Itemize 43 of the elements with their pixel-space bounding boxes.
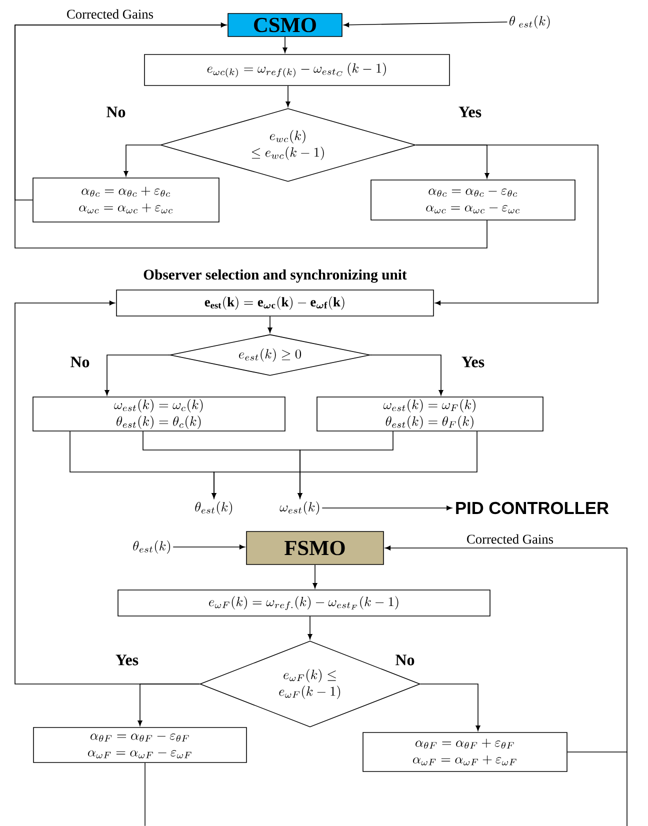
arrow: [14, 300, 200, 684]
arrow: [416, 144, 598, 306]
heading: Observer selection and synchronizing unit: [144, 269, 407, 283]
arrow: [286, 86, 290, 107]
edge-label: Corrected Gains: [465, 532, 555, 546]
arrow: [308, 616, 312, 640]
edge-label: No: [104, 105, 128, 119]
arrow: [385, 546, 628, 752]
edge-label: Corrected Gains: [65, 8, 155, 20]
edge-label: Yes: [114, 653, 140, 667]
arrow: [322, 506, 452, 510]
arrow: [370, 354, 444, 396]
arrow: [104, 354, 170, 396]
process-box: $e_{\omega c(k)} = \omega_{ref(k)} - \omega_{est_{C}}\,(k-1)$: [144, 54, 450, 86]
arrow: [420, 684, 480, 731]
process-box: $\alpha_{\theta c} = \alpha_{\theta c} - \varepsilon_{\theta c}$ $\alpha_{\omega c} = \alpha_{\omega c} - \varepsilon_{\omega c}$: [370, 180, 576, 220]
process-box: $\alpha_{\theta F} = \alpha_{\theta F} + \varepsilon_{\theta F}$ $\alpha_{\omega F} = \alpha_{\omega F} + \varepsilon_{\omega F}$: [362, 732, 568, 772]
arrow: [172, 544, 245, 550]
output-label: $\omega_{est}(k)$: [280, 501, 320, 515]
arrow: [212, 431, 478, 498]
process-box: $\omega_{est}(k) = \omega_{F}(k)$ $\theta_{est}(k) = \theta_{F}(k)$: [316, 396, 544, 432]
input-label: $\theta_{\ est}(k)$: [510, 15, 550, 29]
edge-label: No: [68, 355, 92, 369]
arrow: [268, 316, 272, 333]
process-box: $e_{\omega F}(k) = \omega_{ref.}(k) - \omega_{est_{F}}(k-1)$: [118, 590, 490, 616]
process-box: $\alpha_{\theta F} = \alpha_{\theta F} - \varepsilon_{\theta F}$ $\alpha_{\omega F} = \alpha_{\omega F} - \varepsilon_{\omega F}$: [33, 727, 247, 763]
arrow: [312, 564, 318, 588]
process-box: $\alpha_{\theta c} = \alpha_{\theta c} + \varepsilon_{\theta c}$ $\alpha_{\omega c} = \alpha_{\omega c} + \varepsilon_{\omega c}$: [32, 178, 220, 222]
observer-box: FSMO: [246, 531, 384, 565]
process-box: $\omega_{est}(k) = \omega_{c}(k)$ $\theta_{est}(k) = \theta_{c}(k)$: [32, 396, 286, 432]
edge-label: No: [394, 653, 416, 667]
edge-label: Yes: [460, 355, 486, 369]
controller-label: PID CONTROLLER: [456, 502, 609, 514]
edge-label: Yes: [457, 105, 483, 119]
arrow: [282, 36, 288, 53]
arrow: [344, 22, 508, 28]
arrow: [14, 22, 488, 248]
observer-box: CSMO: [228, 13, 342, 37]
process-box: $\mathbf{e_{est}(k) = e_{\boldsymbol{\omega} c}(k) - e_{\boldsymbol{\omega} f}(k)}$: [116, 290, 434, 316]
input-label: $\theta_{est}(k)$: [133, 540, 170, 554]
output-label: $\theta_{est}(k)$: [195, 501, 232, 515]
arrow: [298, 431, 394, 498]
arrow: [124, 144, 160, 176]
